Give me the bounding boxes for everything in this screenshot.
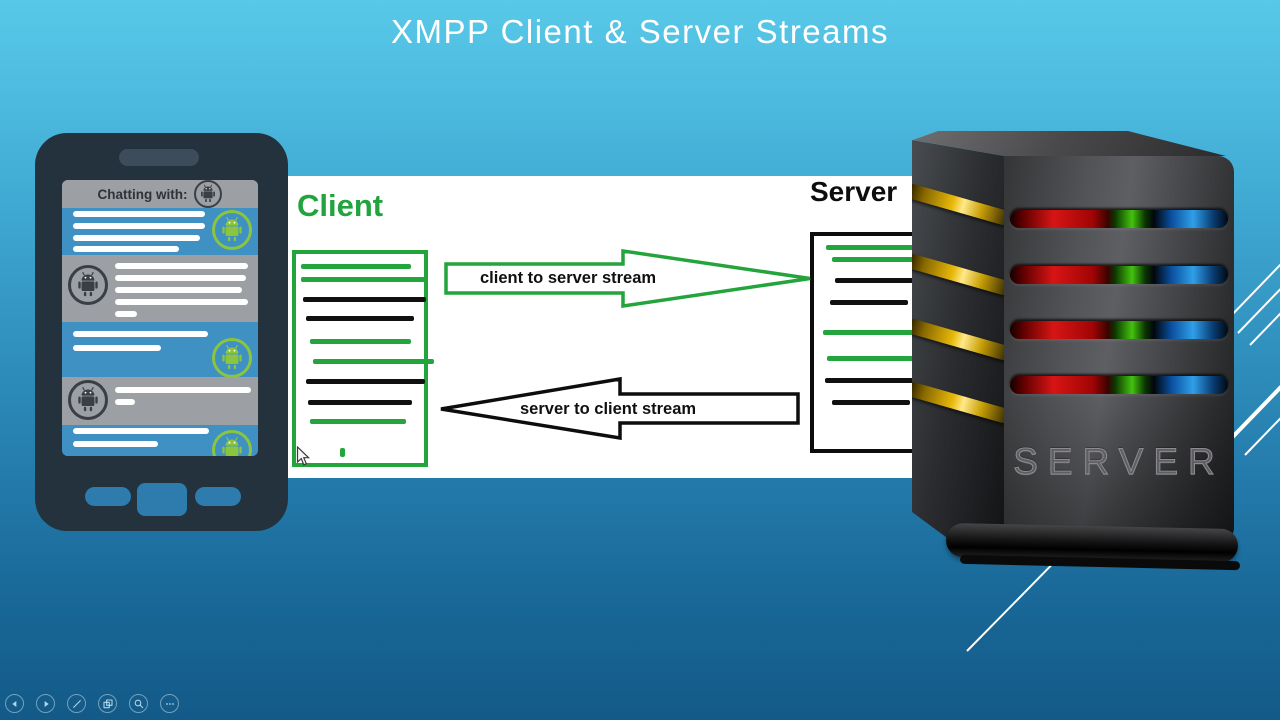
server-front-led-stripe — [1010, 321, 1228, 339]
xml-stanza-line — [301, 277, 426, 282]
server-xml-stream-box — [810, 232, 922, 453]
xml-stanza-line — [832, 400, 910, 405]
server-tower-label: SERVER — [1013, 441, 1225, 483]
android-avatar-icon — [212, 430, 252, 456]
previous-slide-icon — [11, 700, 16, 707]
xml-stanza-line — [308, 400, 412, 405]
chat-text-line — [73, 441, 158, 447]
server-side-led-stripe — [912, 182, 1004, 227]
chat-message-bubble — [62, 322, 258, 378]
xml-stanza-line — [303, 297, 426, 302]
slide-title: XMPP Client & Server Streams — [390, 13, 890, 50]
chat-text-line — [115, 299, 248, 305]
more-options-button[interactable] — [160, 694, 179, 713]
chat-message-bubble — [62, 208, 258, 255]
xml-stanza-line — [301, 264, 411, 269]
xml-stanza-line — [340, 448, 345, 457]
chat-message-bubble — [62, 255, 258, 322]
ellipsis-icon — [165, 702, 174, 705]
server-label: Server — [810, 176, 898, 207]
xml-stanza-line — [310, 419, 406, 424]
chat-text-line — [115, 387, 251, 393]
server-front-led-stripe — [1010, 266, 1228, 284]
server-tower-side-face — [912, 140, 1004, 546]
chat-text-line — [73, 223, 205, 229]
chat-text-line — [73, 428, 209, 434]
chat-text-line — [73, 235, 200, 241]
client-to-server-arrow-label: client to server stream — [480, 269, 657, 287]
next-slide-button[interactable] — [36, 694, 55, 713]
server-to-client-arrow-label: server to client stream — [520, 400, 697, 418]
android-avatar-icon — [212, 338, 252, 378]
chat-text-line — [73, 211, 205, 217]
chat-header: Chatting with: — [62, 180, 258, 208]
zoom-button[interactable] — [129, 694, 148, 713]
xml-stanza-line — [826, 245, 913, 250]
xml-stanza-line — [310, 339, 411, 344]
phone-back-button[interactable] — [85, 487, 131, 506]
chat-text-line — [115, 287, 242, 293]
xml-stanza-line — [306, 379, 425, 384]
chat-message-bubble — [62, 425, 258, 456]
server-tower: SERVER — [910, 128, 1241, 571]
client-xml-stream-box — [292, 250, 434, 467]
xml-stanza-line — [832, 257, 913, 262]
phone-menu-button[interactable] — [195, 487, 241, 506]
slide-navigator-button[interactable] — [98, 694, 117, 713]
next-slide-icon — [44, 700, 49, 707]
xml-stanza-line — [825, 378, 918, 383]
server-side-led-stripe — [912, 317, 1004, 362]
chat-text-line — [73, 246, 179, 252]
chat-text-line — [115, 311, 137, 317]
chat-header-label: Chatting with: — [97, 186, 188, 202]
xml-stanza-line — [830, 300, 908, 305]
android-avatar-icon — [68, 265, 108, 305]
server-front-led-stripe — [1010, 376, 1228, 394]
chat-text-line — [73, 331, 208, 337]
xml-stanza-line — [823, 330, 913, 335]
server-side-led-stripe — [912, 252, 1004, 297]
chat-text-line — [115, 399, 135, 405]
xml-stanza-line — [313, 359, 434, 364]
client-label: Client — [297, 188, 384, 223]
android-avatar-icon — [68, 380, 108, 420]
pen-tool-button[interactable] — [67, 694, 86, 713]
chat-text-line — [115, 263, 248, 269]
server-front-led-stripe — [1010, 210, 1228, 228]
xml-stanza-line — [306, 316, 414, 321]
chat-text-line — [73, 345, 161, 351]
server-to-client-arrow: server to client stream — [438, 376, 800, 440]
xmpp-stream-diagram: Client Server client to server stream se… — [283, 176, 922, 478]
client-to-server-arrow: client to server stream — [444, 248, 812, 308]
server-side-led-stripe — [912, 380, 1004, 425]
phone-screen: Chatting with: — [62, 180, 258, 456]
android-contact-icon — [194, 180, 223, 208]
arrow-left-shape — [440, 376, 800, 440]
chat-text-line — [115, 275, 246, 281]
arrow-right-shape — [444, 248, 811, 308]
smartphone: Chatting with: — [35, 133, 288, 531]
phone-home-button[interactable] — [137, 483, 187, 516]
mouse-cursor — [296, 445, 311, 472]
pen-icon — [72, 699, 81, 708]
magnifier-icon — [134, 699, 143, 708]
xml-stanza-line — [835, 278, 922, 283]
decor-diagonal-line — [966, 563, 1054, 652]
android-avatar-icon — [212, 210, 252, 250]
presenter-toolbar — [5, 694, 179, 716]
xml-stanza-line — [827, 356, 913, 361]
slide-navigator-icon — [102, 698, 113, 708]
server-tower-front-face: SERVER — [1004, 156, 1234, 540]
chat-message-bubble — [62, 377, 258, 425]
previous-slide-button[interactable] — [5, 694, 24, 713]
chat-message-list — [62, 208, 258, 456]
phone-speaker — [119, 149, 199, 166]
